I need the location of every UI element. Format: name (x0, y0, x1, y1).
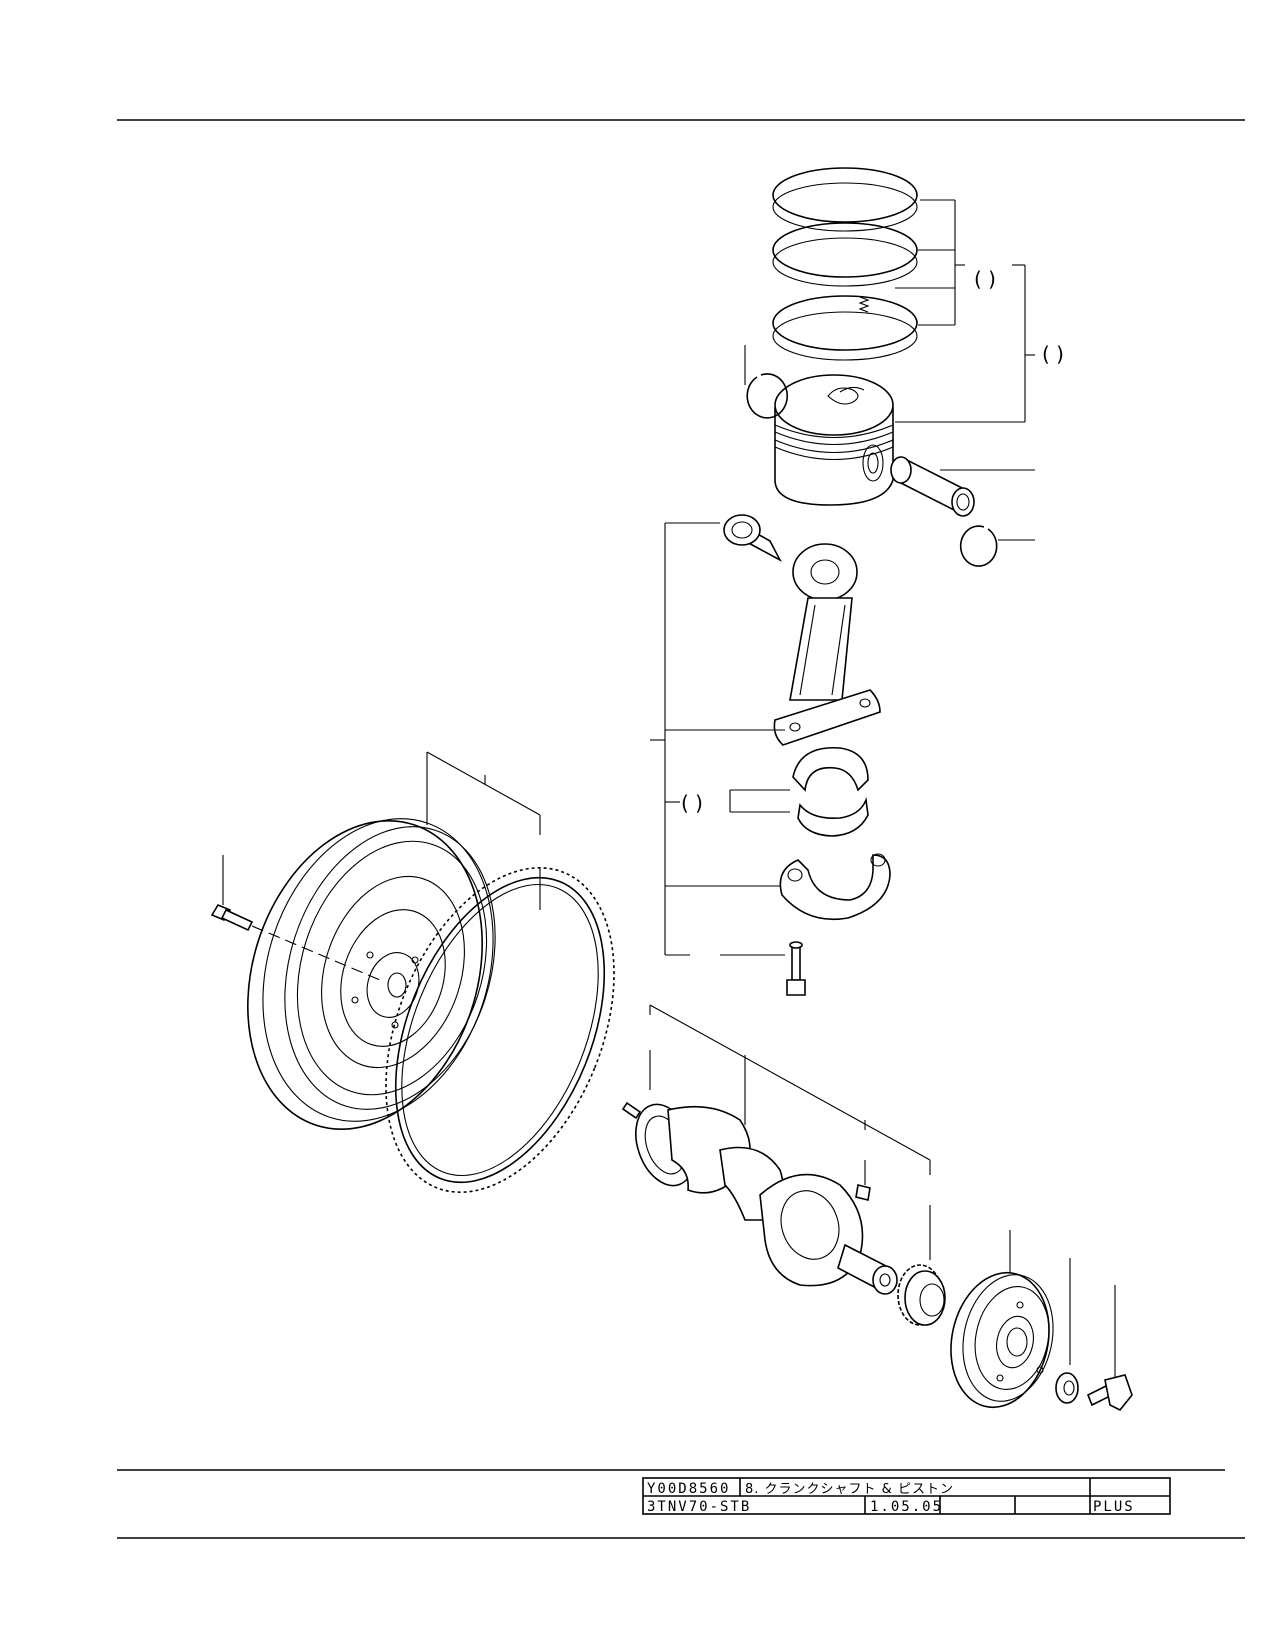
bearing-shell-lower (797, 796, 869, 837)
dowel-pin (621, 1101, 642, 1120)
circlip-left (744, 345, 789, 419)
ring-gear (385, 867, 615, 1193)
crankshaft-pulley (950, 1230, 1054, 1409)
model-name: 3TNV70-STB (647, 1499, 751, 1515)
piston-pin (890, 456, 1035, 517)
piston-bracket (895, 265, 1035, 423)
small-end-bushing (665, 514, 782, 562)
edition-label: PLUS (1093, 1499, 1135, 1515)
rod-bolt (786, 941, 806, 996)
conrod-bracket (650, 523, 790, 956)
crankshaft (635, 1103, 898, 1295)
crankshaft-gear (897, 1264, 946, 1326)
bearing-group-mark: ( ) (681, 791, 703, 815)
issue-date: 1.05.05 (870, 1499, 943, 1515)
piston-group-mark: ( ) (1042, 342, 1064, 366)
crankshaft-leaders (649, 1004, 931, 1260)
pulley-bolt (1086, 1285, 1133, 1412)
bearing-shell-upper (792, 746, 869, 792)
rod-cap (779, 853, 891, 921)
flywheel-bolt (210, 903, 381, 981)
title-block (642, 1477, 1171, 1515)
flywheel-leaders (222, 751, 541, 910)
circlip-right (959, 525, 1035, 567)
drawing-title: 8. クランクシャフト & ピストン (745, 1482, 954, 1497)
connecting-rod (773, 543, 881, 746)
piston-rings (772, 167, 918, 361)
drawing-number: Y00D8560 (647, 1481, 730, 1497)
washer (1055, 1258, 1079, 1404)
flywheel (247, 818, 496, 1131)
woodruff-key (855, 1184, 871, 1201)
rings-bracket (895, 199, 1025, 326)
rings-group-mark: ( ) (974, 267, 996, 291)
piston (774, 374, 894, 506)
